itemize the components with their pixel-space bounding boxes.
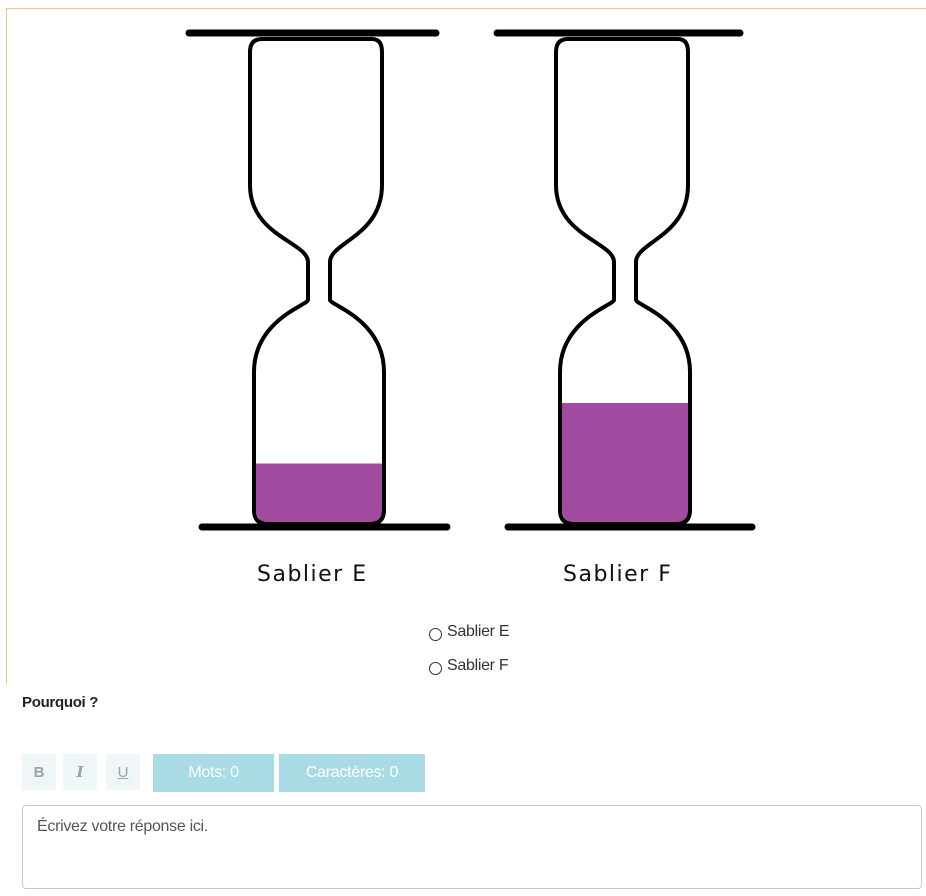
- bold-button[interactable]: B: [22, 754, 56, 790]
- word-count-badge: Mots: 0: [153, 754, 274, 792]
- option-sablier-e-label: Sablier E: [447, 622, 510, 640]
- option-sablier-e[interactable]: Sablier E: [429, 622, 510, 641]
- answer-textarea[interactable]: Écrivez votre réponse ici.: [22, 805, 922, 889]
- hourglass-f-glass: [554, 37, 692, 526]
- hourglass-f-sand: [562, 403, 690, 524]
- radio-sablier-e[interactable]: [429, 628, 442, 641]
- hourglass-e: [185, 29, 451, 531]
- hourglass-e-glass: [248, 37, 386, 526]
- hourglass-e-caption: Sablier E: [257, 562, 368, 587]
- underline-button[interactable]: U: [106, 754, 140, 790]
- char-count-badge: Caractères: 0: [279, 754, 425, 792]
- hourglass-e-sand: [256, 463, 384, 524]
- italic-button[interactable]: I: [63, 754, 97, 790]
- hourglass-f: [493, 29, 756, 531]
- option-sablier-f[interactable]: Sablier F: [429, 656, 509, 675]
- hourglass-figure: [185, 29, 756, 531]
- option-sablier-f-label: Sablier F: [447, 656, 509, 674]
- radio-sablier-f[interactable]: [429, 662, 442, 675]
- hourglass-f-caption: Sablier F: [563, 562, 673, 587]
- question-label: Pourquoi ?: [22, 694, 99, 711]
